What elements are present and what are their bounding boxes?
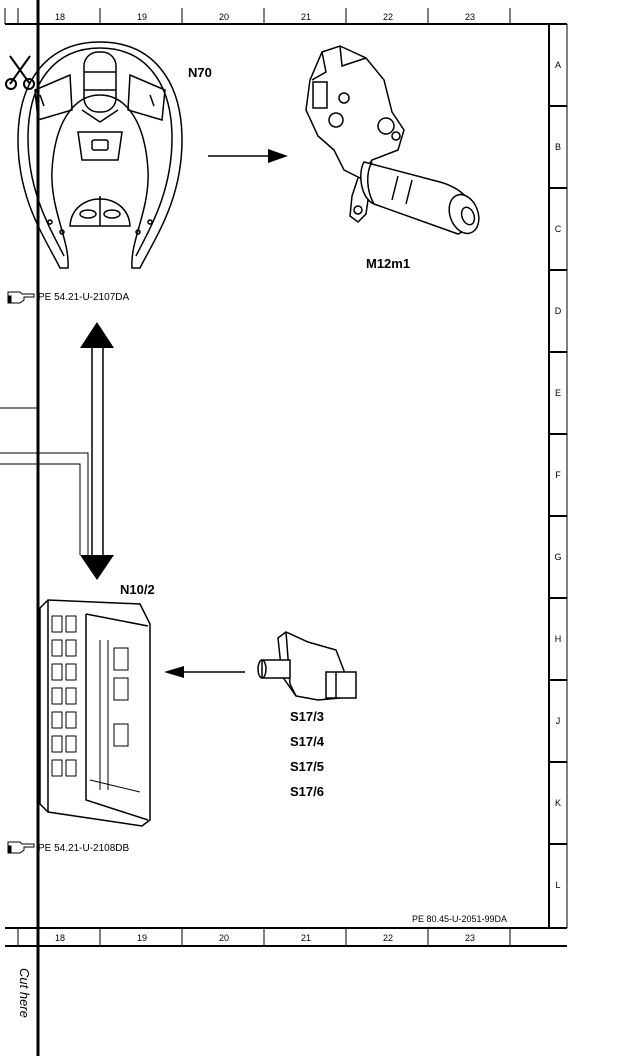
scissors-icon [5, 55, 35, 90]
document-id: PE 80.45-U-2051-99DA [412, 914, 507, 924]
row-label: A [555, 60, 561, 70]
column-labels-bottom: 18 19 20 21 22 23 [55, 933, 475, 943]
column-label: 19 [137, 12, 147, 22]
column-label: 23 [465, 12, 475, 22]
reference-bottom: PE 54.21-U-2108DB [38, 843, 129, 854]
row-label: J [556, 716, 561, 726]
cut-here-label: Cut here [17, 968, 32, 1018]
motor-drawing [305, 45, 480, 235]
column-label: 20 [219, 933, 229, 943]
component-label-s17-6: S17/6 [290, 784, 324, 799]
column-label: 19 [137, 933, 147, 943]
bus-double-arrow [80, 322, 114, 580]
component-label-s17-4: S17/4 [290, 734, 325, 749]
column-ticks [17, 8, 511, 946]
row-label: K [555, 798, 561, 808]
row-label: G [554, 552, 561, 562]
steering-control-unit-drawing [17, 41, 183, 269]
component-label-n70: N70 [188, 65, 212, 80]
column-label: 23 [465, 933, 475, 943]
row-label: C [555, 224, 562, 234]
row-ticks [549, 105, 567, 845]
row-label: B [555, 142, 561, 152]
pointing-hand-icon [7, 291, 35, 304]
component-label-n10-2: N10/2 [120, 582, 155, 597]
wire-bracket [0, 407, 89, 555]
component-label-s17-3: S17/3 [290, 709, 324, 724]
row-labels: A B C D E F G H J K L [554, 60, 561, 890]
column-label: 22 [383, 12, 393, 22]
row-label: H [555, 634, 562, 644]
column-label: 20 [219, 12, 229, 22]
row-label: D [555, 306, 562, 316]
column-labels-top: 18 19 20 21 22 23 [55, 12, 475, 22]
row-label: F [555, 470, 561, 480]
reference-top: PE 54.21-U-2107DA [38, 292, 129, 303]
column-label: 21 [301, 12, 311, 22]
column-label: 18 [55, 933, 65, 943]
arrow-to-motor [208, 149, 288, 163]
pointing-hand-icon [7, 841, 35, 854]
door-switch-drawing [257, 631, 357, 701]
column-label: 22 [383, 933, 393, 943]
row-label: L [555, 880, 560, 890]
column-label: 21 [301, 933, 311, 943]
component-label-s17-5: S17/5 [290, 759, 324, 774]
component-label-m12m1: M12m1 [366, 256, 410, 271]
sheet-frame [4, 0, 568, 1056]
arrow-to-sam [164, 666, 245, 678]
sam-module-drawing [39, 599, 151, 827]
row-label: E [555, 388, 561, 398]
column-label: 18 [55, 12, 65, 22]
